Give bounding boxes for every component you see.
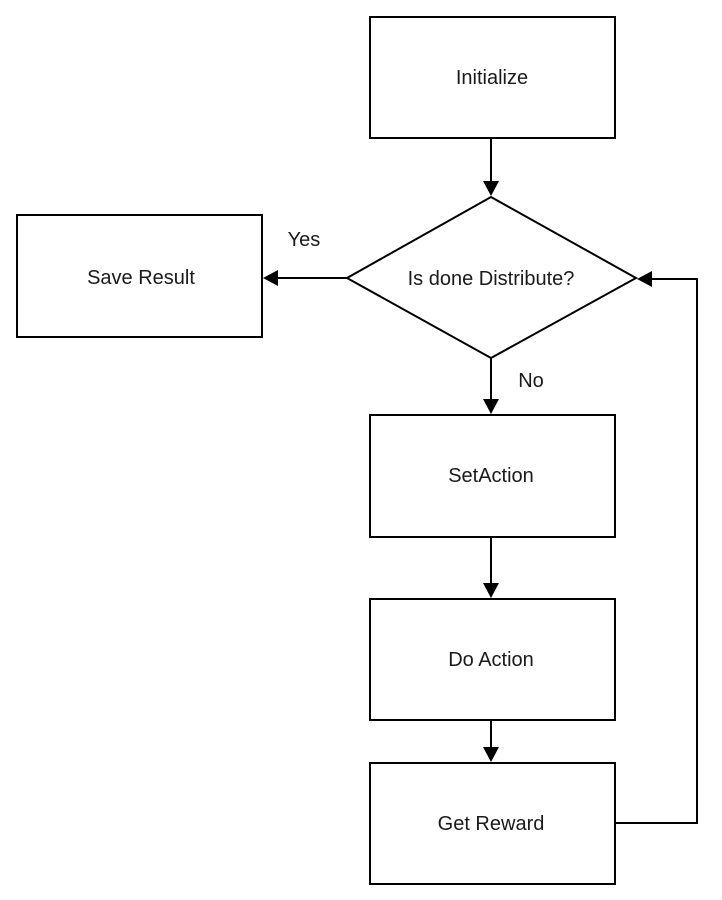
node-get-reward: Get Reward [369,762,616,885]
edge-do-action-to-get-reward [483,720,499,762]
edge-label-yes: Yes [288,229,321,251]
edge-decision-no-to-set-action [483,358,499,414]
node-initialize: Initialize [369,16,616,139]
node-get-reward-label: Get Reward [438,813,545,835]
node-set-action: SetAction [369,414,616,538]
node-decision: Is done Distribute? [344,195,639,360]
edge-label-no: No [518,370,544,392]
edge-get-reward-loop-to-decision [615,271,698,824]
node-save-result-label: Save Result [87,267,195,289]
node-save-result: Save Result [16,214,263,338]
node-initialize-label: Initialize [456,67,528,89]
edge-set-action-to-do-action [483,537,499,598]
edge-decision-yes-to-save-result [263,270,347,286]
edge-initialize-to-decision [483,138,499,196]
node-set-action-label: SetAction [448,465,534,487]
node-do-action-label: Do Action [448,649,534,671]
node-decision-label: Is done Distribute? [408,268,575,290]
node-do-action: Do Action [369,598,616,721]
